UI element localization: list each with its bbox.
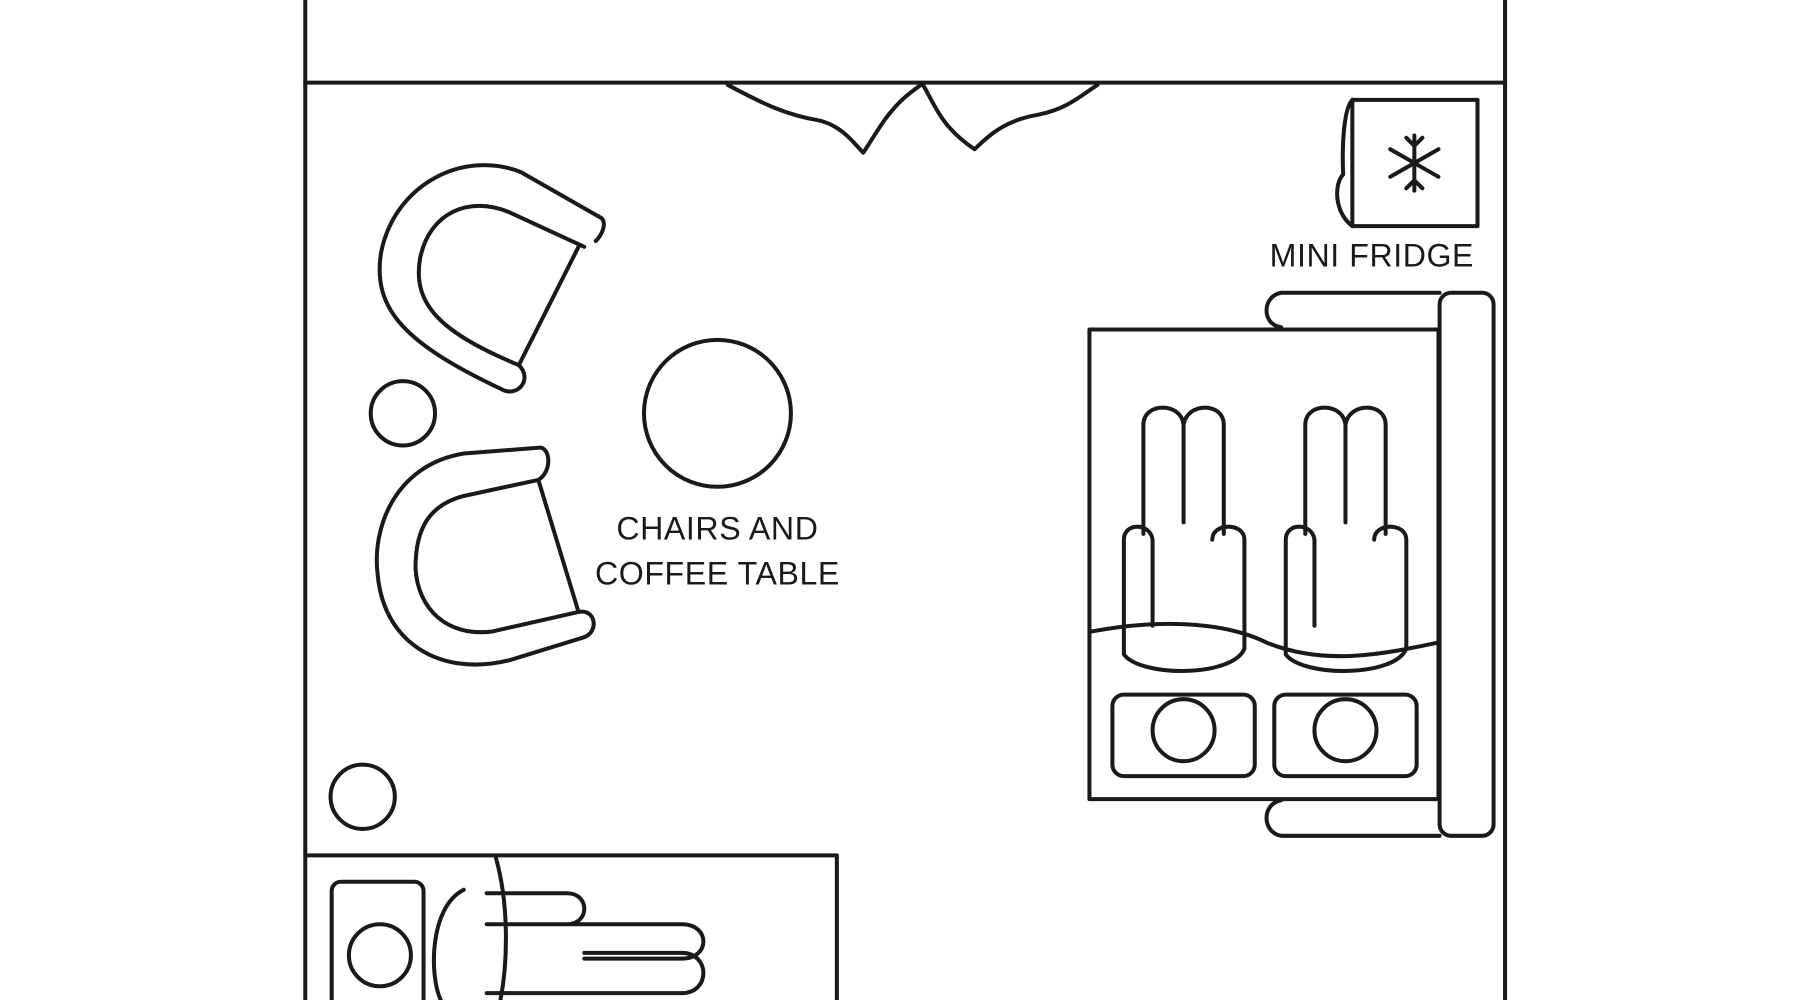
mini-fridge <box>1335 97 1480 229</box>
chairs-label-line2: COFFEE TABLE <box>595 555 840 591</box>
armchair-top <box>377 163 606 394</box>
chairs-label-line1: CHAIRS AND <box>616 511 818 547</box>
side-table <box>368 379 438 448</box>
walls <box>303 0 1508 1000</box>
snowflake-icon <box>1388 133 1441 193</box>
armchair-bottom <box>374 445 596 667</box>
mini-fridge-label: MINI FRIDGE <box>1270 237 1474 273</box>
bed-2 <box>303 853 839 1000</box>
coffee-table <box>641 337 793 489</box>
window-curtains <box>725 82 1100 155</box>
bed <box>1087 290 1496 838</box>
side-table-2 <box>328 762 397 831</box>
